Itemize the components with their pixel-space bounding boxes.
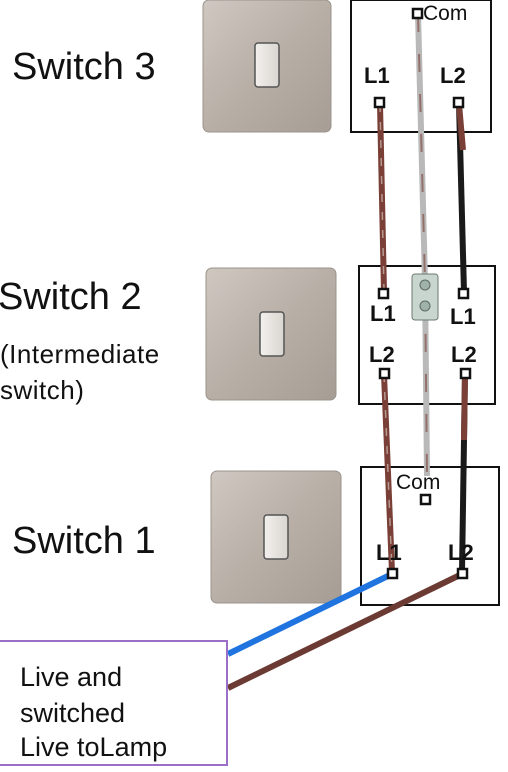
switch1-label: Switch 1	[12, 520, 156, 562]
switch1-plate	[210, 470, 342, 604]
legend-line-1: Live and	[20, 662, 123, 692]
switch2-l1b-terminal	[457, 287, 470, 300]
switch2-l1b-label: L1	[450, 304, 476, 329]
switch2-label: Switch 2	[0, 276, 142, 318]
switch3-l1-label: L1	[364, 63, 390, 88]
switch2-l1a-terminal	[377, 287, 390, 300]
blue-feed-wire	[226, 571, 394, 657]
switch1-l1-terminal	[386, 567, 399, 580]
switch2-sublabel-line2: switch)	[0, 375, 85, 405]
switch1-l2-label: L2	[448, 540, 474, 565]
switch3-l1-terminal	[373, 96, 386, 109]
legend-line-2: switched	[20, 698, 126, 728]
switch3-label: Switch 3	[12, 46, 156, 88]
switch2-sublabel-line1: (Intermediate	[0, 339, 160, 369]
switch1-rocker	[263, 514, 289, 560]
switch3-com-label: Com	[423, 2, 467, 25]
switch2-l1a-label: L1	[370, 301, 396, 326]
switch2-l2b-terminal	[459, 367, 472, 380]
switch1-com-terminal	[419, 493, 432, 506]
switch2-l2a-terminal	[378, 367, 391, 380]
switch3-com-terminal	[411, 7, 424, 20]
switch2-rocker	[259, 311, 285, 357]
switch3-plate	[202, 0, 332, 133]
switch3-l2-terminal	[452, 96, 465, 109]
switch1-l2-terminal	[456, 567, 469, 580]
legend-line-3: Live toLamp	[20, 732, 168, 762]
switch3-rocker	[254, 42, 280, 88]
switch3-l2-label: L2	[440, 63, 466, 88]
switch2-l2a-label: L2	[369, 342, 395, 367]
switch1-com-label: Com	[396, 471, 440, 494]
brown-feed-wire	[226, 571, 464, 691]
switch1-l1-label: L1	[376, 540, 402, 565]
switch1-terminal-box	[360, 466, 500, 606]
switch2-l2b-label: L2	[451, 342, 477, 367]
connector-block	[411, 273, 439, 321]
switch2-plate	[205, 267, 337, 401]
legend-box: Live and switched Live toLamp	[0, 640, 228, 766]
